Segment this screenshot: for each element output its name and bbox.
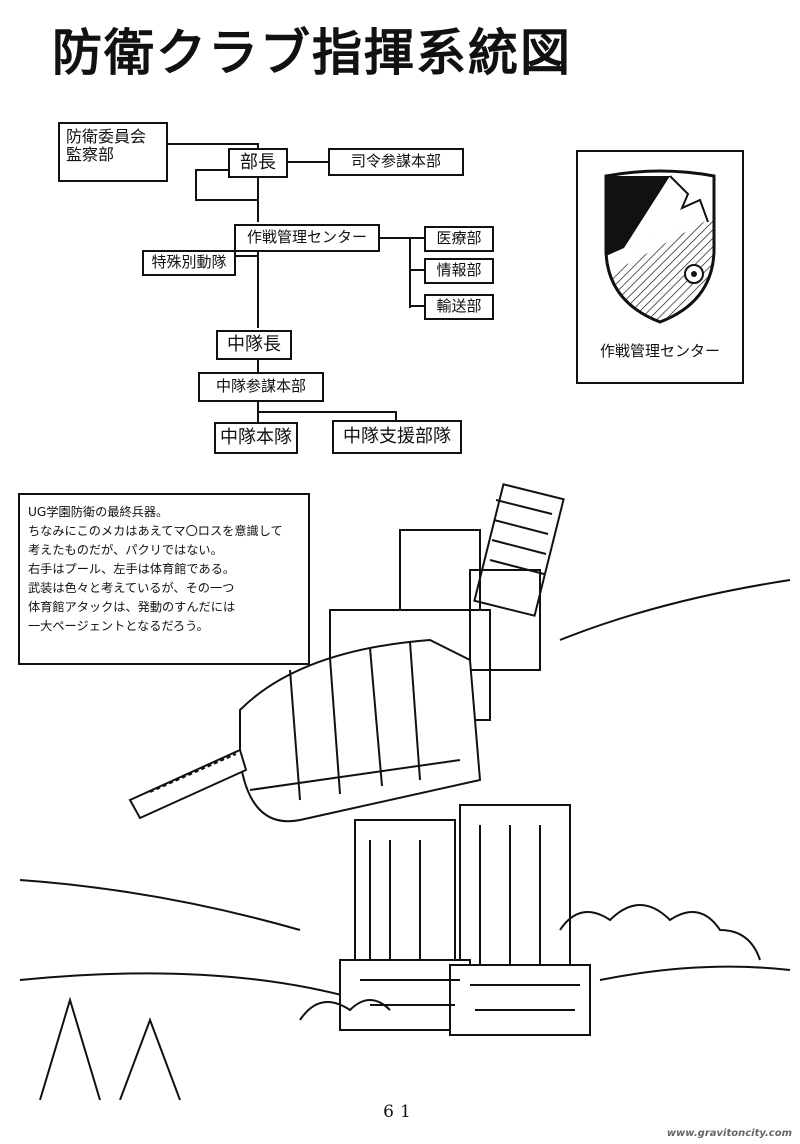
note-line: 右手はプール、左手は体育館である。 [28, 562, 236, 576]
org-chart-connectors [168, 143, 424, 422]
page-title: 防衛クラブ指揮系統図 [52, 24, 572, 82]
note-line: 武装は色々と考えているが、その一つ [28, 581, 235, 595]
note-line: 体育館アタックは、発動のすんだには [28, 600, 236, 614]
company-support-box: 中隊支援部隊 [332, 420, 462, 454]
mecha-illustration [19, 483, 791, 1100]
page-number: 61 [383, 1102, 417, 1122]
medical-box: 医療部 [424, 226, 494, 252]
committee-label: 防衛委員会 [66, 127, 147, 146]
note-line: ちなみにこのメカはあえてマ〇ロスを意識して [28, 524, 283, 538]
chief-box: 部長 [228, 148, 288, 178]
emblem-caption: 作戦管理センター [599, 342, 720, 360]
emblem-frame: 作戦管理センター [576, 150, 744, 384]
company-hq-box: 中隊本隊 [214, 422, 298, 454]
watermark: www.gravitoncity.com [666, 1128, 792, 1139]
connector-company-split [257, 402, 397, 422]
special-unit-box: 特殊別動隊 [142, 250, 236, 276]
company-leader-box: 中隊長 [216, 330, 292, 360]
note-line: UG学園防衛の最終兵器。 [28, 505, 169, 519]
command-staff-box: 司令参謀本部 [328, 148, 464, 176]
company-staff-box: 中隊参謀本部 [198, 372, 324, 402]
intel-box: 情報部 [424, 258, 494, 284]
transport-box: 輸送部 [424, 294, 494, 320]
note-line: 一大ページェントとなるだろう。 [28, 619, 209, 633]
inspection-label: 監察部 [66, 145, 115, 165]
connector-ops-departments [378, 237, 424, 308]
note-line: 考えたものだが、パクリではない。 [28, 543, 223, 557]
committee-box: 防衛委員会 監察部 [58, 122, 168, 182]
ops-center-box: 作戦管理センター [234, 224, 380, 252]
shield-emblem-icon [604, 169, 716, 324]
annotation-note: UG学園防衛の最終兵器。 ちなみにこのメカはあえてマ〇ロスを意識して 考えたもの… [18, 493, 310, 665]
connector-branch-left [195, 169, 258, 201]
